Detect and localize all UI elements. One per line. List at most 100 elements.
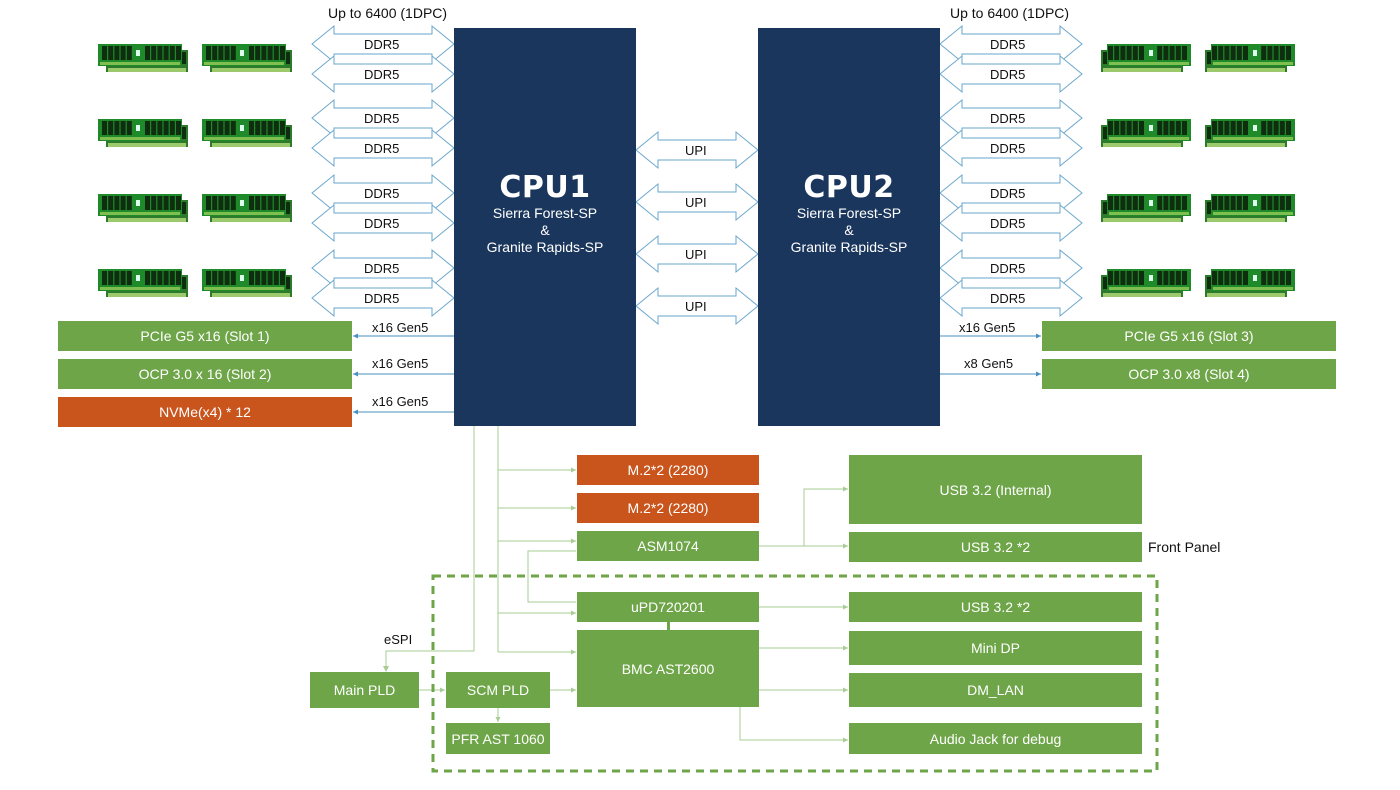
cpu1-line3: Granite Rapids-SP: [486, 239, 604, 255]
cpu1-link-label-3: x16 Gen5: [372, 394, 429, 409]
audio-wire-head: [843, 737, 848, 743]
scm-pld: SCM PLD: [446, 672, 550, 708]
ddr5-label-left-1: DDR5: [364, 37, 400, 52]
cpu1-link-label-2: x16 Gen5: [372, 356, 429, 371]
audio-wire: [739, 707, 848, 741]
cpu1-io-wire-1-head: [353, 333, 358, 339]
ddr5-label-right-8: DDR5: [990, 291, 1026, 306]
bmc-wire-head: [571, 649, 576, 655]
upd-wire-head: [571, 610, 576, 616]
pfr-ast1060: PFR AST 1060: [446, 723, 550, 754]
ddr5-label-left-4: DDR5: [364, 141, 400, 156]
cpu2-link-label-1: x16 Gen5: [959, 320, 1016, 335]
ddr5-label-right-4: DDR5: [990, 141, 1026, 156]
dimm-icon: [200, 117, 292, 149]
ocp-slot-2: OCP 3.0 x 16 (Slot 2): [58, 359, 352, 389]
dimm-icon: [200, 42, 292, 74]
ddr5-label-left-3: DDR5: [364, 111, 400, 126]
cpu1-link-label-1: x16 Gen5: [372, 320, 429, 335]
usb-front: USB 3.2 *2: [849, 532, 1142, 562]
cpu2-line1: Sierra Forest-SP: [796, 205, 902, 221]
cpu1-io-wire-3-head: [353, 409, 358, 415]
cpu2-io-wire-1-head: [1036, 333, 1041, 339]
m2b-wire-head: [571, 505, 576, 511]
memory-speed-label-left: Up to 6400 (1DPC): [328, 5, 448, 21]
nvme-bays: NVMe(x4) * 12: [58, 397, 352, 427]
scm-bmc-wire-head: [571, 687, 576, 693]
ddr5-label-left-5: DDR5: [364, 186, 400, 201]
bmc-ast2600: BMC AST2600: [577, 630, 759, 707]
ddr5-label-right-5: DDR5: [990, 186, 1026, 201]
dimm-icon: [1205, 192, 1297, 224]
dimm-icon: [96, 192, 188, 224]
cpu2-link-label-2: x8 Gen5: [964, 356, 1014, 371]
ocp-slot-4: OCP 3.0 x8 (Slot 4): [1042, 359, 1336, 389]
ddr5-link-right-6: [939, 203, 1083, 243]
pcie-slot-3: PCIe G5 x16 (Slot 3): [1042, 321, 1336, 351]
dimm-icon: [1101, 42, 1193, 74]
mini-dp-wire-head: [843, 645, 848, 651]
cpu1-line2: &: [540, 222, 550, 238]
ddr5-label-left-8: DDR5: [364, 291, 400, 306]
dimm-icon: [1101, 267, 1193, 299]
usb-internal-wire-head: [843, 486, 848, 492]
asm1074-controller: ASM1074: [577, 531, 759, 561]
m2-slot-b: M.2*2 (2280): [577, 493, 759, 523]
dm-lan: DM_LAN: [849, 673, 1142, 707]
cpu2-line2: &: [844, 222, 854, 238]
upi-label-3: UPI: [685, 247, 707, 262]
cpu1-name: CPU1: [499, 170, 591, 205]
audio-jack: Audio Jack for debug: [849, 723, 1142, 754]
dimm-icon: [1101, 192, 1193, 224]
ddr5-label-right-6: DDR5: [990, 216, 1026, 231]
m2a-wire-head: [571, 467, 576, 473]
upd720201-controller: uPD720201: [577, 592, 759, 622]
cpu1-io-wire-2-head: [353, 371, 358, 377]
usb-rear: USB 3.2 *2: [849, 592, 1142, 622]
m2-slot-a: M.2*2 (2280): [577, 455, 759, 485]
mini-dp: Mini DP: [849, 631, 1142, 665]
ddr5-label-left-7: DDR5: [364, 261, 400, 276]
espi-label: eSPI: [384, 632, 413, 647]
cpu1-line1: Sierra Forest-SP: [492, 205, 598, 221]
main-pld: Main PLD: [310, 672, 419, 708]
asm-wire-head: [571, 538, 576, 544]
dimm-icon: [1101, 117, 1193, 149]
upi-label-1: UPI: [685, 143, 707, 158]
ddr5-label-right-1: DDR5: [990, 37, 1026, 52]
espi-wire: [385, 426, 475, 670]
front-panel-label: Front Panel: [1148, 539, 1221, 555]
asm-upd-wire: [527, 550, 576, 603]
dimm-icon: [200, 192, 292, 224]
bmc-domain-boundary: [431, 574, 1159, 773]
dimm-icon: [200, 267, 292, 299]
usb-internal-wire: [803, 488, 848, 546]
dimm-icon: [1205, 267, 1297, 299]
ddr5-link-right-8: [939, 278, 1083, 318]
ddr5-label-left-2: DDR5: [364, 67, 400, 82]
usb-internal: USB 3.2 (Internal): [849, 455, 1142, 524]
espi-wire-head: [383, 666, 389, 672]
cpu2-block: CPU2 Sierra Forest-SP & Granite Rapids-S…: [758, 28, 940, 426]
ddr5-label-right-2: DDR5: [990, 67, 1026, 82]
ddr5-label-right-3: DDR5: [990, 111, 1026, 126]
cpu2-name: CPU2: [803, 170, 895, 205]
cpu2-io-wire-2-head: [1036, 371, 1041, 377]
dimm-icon: [1205, 117, 1297, 149]
ddr5-label-left-6: DDR5: [364, 216, 400, 231]
pcie-slot-1: PCIe G5 x16 (Slot 1): [58, 321, 352, 351]
ddr5-link-right-4: [939, 128, 1083, 168]
dimm-icon: [96, 267, 188, 299]
dimm-icon: [96, 117, 188, 149]
upd-bmc-link: [667, 622, 670, 630]
dimm-icon: [1205, 42, 1297, 74]
dm-lan-wire-head: [843, 687, 848, 693]
ddr5-label-right-7: DDR5: [990, 261, 1026, 276]
upi-label-4: UPI: [685, 299, 707, 314]
dimm-icon: [96, 42, 188, 74]
usb-front-wire-head: [843, 543, 848, 549]
usb-rear-wire-head: [843, 604, 848, 610]
cpu2-line3: Granite Rapids-SP: [790, 239, 908, 255]
scm-pfr-wire-head: [495, 717, 501, 722]
